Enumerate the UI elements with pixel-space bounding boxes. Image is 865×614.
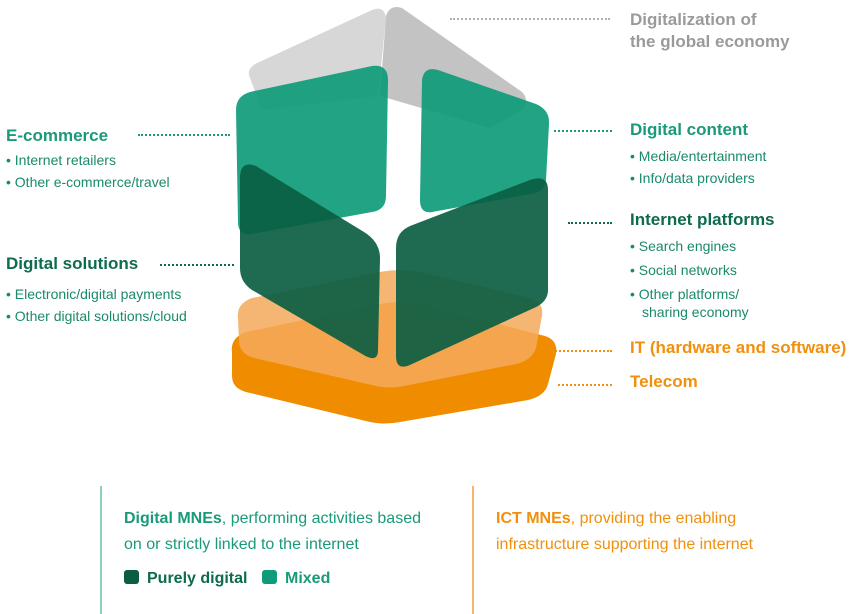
internet-platforms-connector-dots — [568, 222, 612, 224]
ict-mnes-line2: infrastructure supporting the internet — [496, 536, 754, 553]
ict-mnes-divider — [472, 486, 474, 614]
ict-mnes-rest: , providing the enabling — [570, 510, 737, 527]
ecommerce-title: E-commerce — [6, 126, 109, 145]
digital-mnes-divider — [100, 486, 102, 614]
it-title-bold: IT — [630, 338, 646, 357]
mixed-label: Mixed — [285, 570, 331, 587]
it-title: IT (hardware and software) — [630, 338, 846, 358]
ecommerce-item-2: • Other e-commerce/travel — [6, 174, 170, 190]
ict-mnes-line1: ICT MNEs, providing the enabling — [496, 506, 836, 532]
digital-content-title: Digital content — [630, 120, 749, 139]
telecom-title: Telecom — [630, 372, 698, 391]
digital-solutions-item-2: • Other digital solutions/cloud — [6, 308, 187, 324]
ict-mnes-bold: ICT MNEs — [496, 510, 571, 527]
digital-content-item-2: • Info/data providers — [630, 170, 755, 186]
top-connector-dots — [450, 18, 610, 20]
dark-left-panel — [240, 164, 380, 359]
telecom-connector-dots — [558, 384, 612, 386]
top-label-line2: the global economy — [630, 32, 790, 51]
top-label-line1: Digitalization of — [630, 10, 757, 29]
digital-mnes-bold: Digital MNEs — [124, 510, 222, 527]
purely-digital-swatch — [124, 570, 139, 584]
digital-content-connector-dots — [554, 130, 612, 132]
mixed-swatch — [262, 570, 277, 584]
ict-mnes-description: ICT MNEs, providing the enabling infrast… — [496, 506, 836, 558]
digital-mnes-rest: , performing activities based — [221, 510, 421, 527]
internet-platforms-item-3: • Other platforms/ — [630, 286, 740, 302]
internet-platforms-item-4: sharing economy — [642, 304, 749, 320]
digital-solutions-title: Digital solutions — [6, 254, 139, 273]
digital-solutions-connector-dots — [160, 264, 234, 266]
digital-mnes-line2: on or strictly linked to the internet — [124, 536, 359, 553]
ecommerce-item-1: • Internet retailers — [6, 152, 116, 168]
legend-purely-digital: Purely digital — [124, 570, 247, 588]
purely-digital-label: Purely digital — [147, 570, 248, 587]
digital-mnes-line1: Digital MNEs, performing activities base… — [124, 506, 444, 532]
teal-right-panel — [420, 69, 550, 213]
dark-right-panel — [396, 178, 548, 367]
digital-solutions-item-1: • Electronic/digital payments — [6, 286, 182, 302]
it-connector-dots — [552, 350, 612, 352]
internet-platforms-item-1: • Search engines — [630, 238, 737, 254]
ecommerce-connector-dots — [138, 134, 230, 136]
digital-mnes-description: Digital MNEs, performing activities base… — [124, 506, 444, 558]
it-title-rest: (hardware and software) — [645, 338, 847, 357]
internet-platforms-item-2: • Social networks — [630, 262, 737, 278]
digital-content-item-1: • Media/entertainment — [630, 148, 767, 164]
legend-mixed: Mixed — [262, 570, 330, 588]
internet-platforms-title: Internet platforms — [630, 210, 775, 229]
